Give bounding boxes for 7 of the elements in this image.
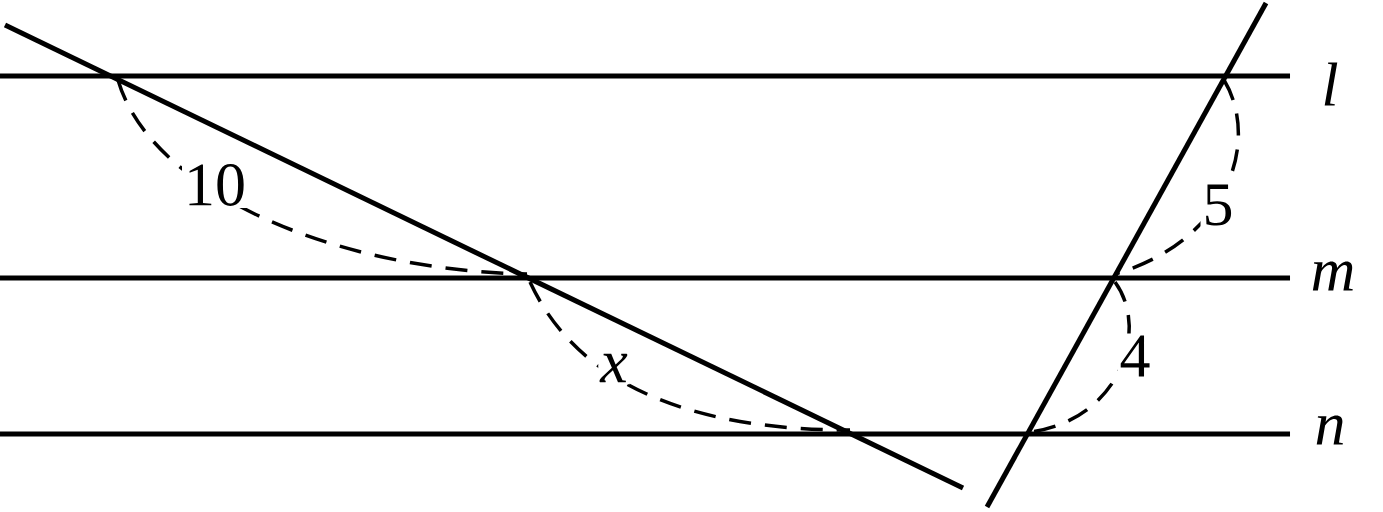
line-label: m bbox=[1308, 259, 1358, 293]
length-label: 4 bbox=[1117, 333, 1153, 379]
line-label: n bbox=[1312, 413, 1348, 447]
length-label: x bbox=[598, 351, 630, 385]
length-label: 10 bbox=[182, 162, 248, 208]
line-label: l bbox=[1319, 60, 1341, 108]
length-label: 5 bbox=[1200, 182, 1236, 228]
